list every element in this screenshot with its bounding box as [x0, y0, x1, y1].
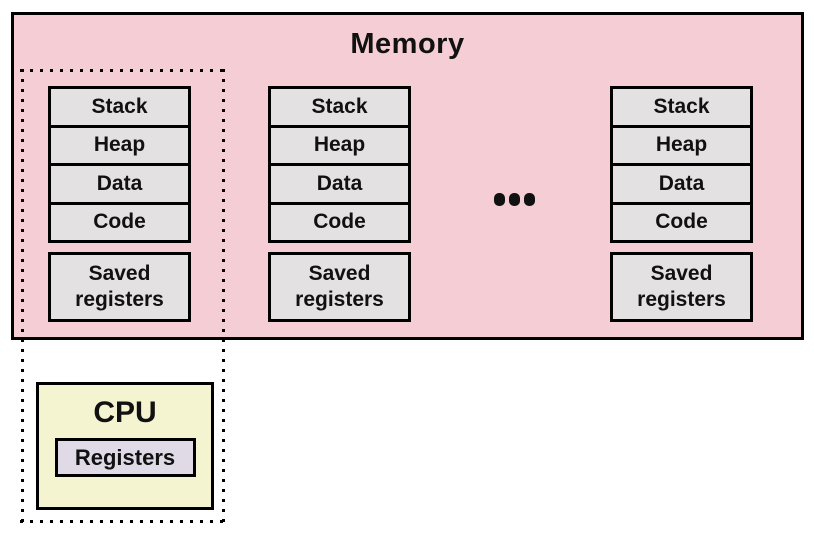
process-column-2: Stack Heap Data Code Saved registers	[268, 86, 411, 322]
segment-heap-label: Heap	[51, 124, 188, 164]
memory-title: Memory	[350, 28, 465, 60]
segment-data-label: Data	[271, 163, 408, 202]
segment-code-label: Code	[271, 201, 408, 241]
saved-registers-box: Saved registers	[48, 252, 191, 322]
segment-stack-label: Stack	[653, 94, 710, 118]
segment-data-label: Data	[613, 163, 750, 202]
cpu-box: CPU Registers	[36, 382, 214, 510]
ellipsis-dot	[494, 193, 505, 206]
process-column-n: Stack Heap Data Code Saved registers	[610, 86, 753, 322]
segment-data-label: Data	[51, 163, 188, 202]
segment-code-label: Code	[51, 201, 188, 241]
saved-registers-box: Saved registers	[610, 252, 753, 322]
segment-stack-label: Stack	[91, 94, 148, 118]
ellipsis-dot	[509, 193, 520, 206]
cpu-title: CPU	[93, 396, 157, 429]
context-outline-left	[21, 69, 24, 523]
segment-heap-label: Heap	[271, 124, 408, 164]
registers-box: Registers	[54, 438, 196, 477]
address-space-stack: Stack Heap Data Code	[610, 86, 753, 243]
segment-heap-label: Heap	[613, 124, 750, 164]
ellipsis-dot	[524, 193, 535, 206]
more-processes-ellipsis: ...	[494, 193, 535, 206]
segment-stack-label: Stack	[311, 94, 368, 118]
address-space-stack: Stack Heap Data Code	[268, 86, 411, 243]
saved-registers-box: Saved registers	[268, 252, 411, 322]
context-outline-bottom	[20, 520, 226, 523]
context-outline-top	[20, 69, 226, 72]
segment-code-label: Code	[613, 201, 750, 241]
context-outline-right	[222, 69, 225, 523]
process-column-1: Stack Heap Data Code Saved registers	[48, 86, 191, 322]
address-space-stack: Stack Heap Data Code	[48, 86, 191, 243]
